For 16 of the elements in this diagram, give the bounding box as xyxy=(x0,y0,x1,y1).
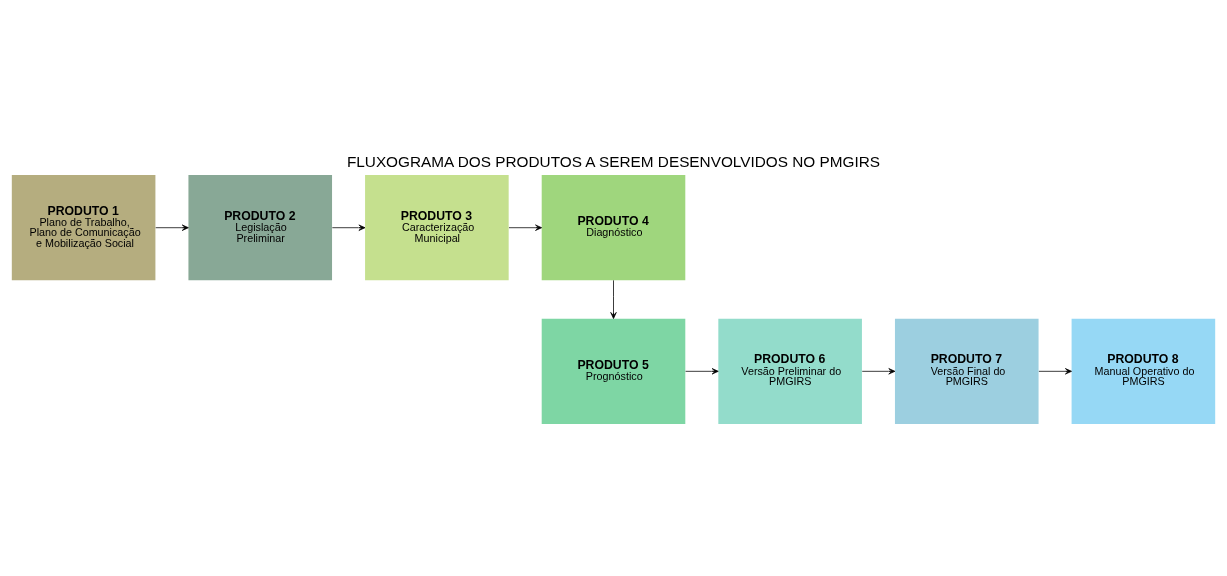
node-box: PRODUTO 7 Versão Final do PMGIRS xyxy=(894,318,1039,424)
node-box: PRODUTO 6 Versão Preliminar do PMGIRS xyxy=(718,318,862,424)
arrow xyxy=(610,280,617,319)
arrow xyxy=(155,224,189,231)
node-box: PRODUTO 3 Caracterização Municipal xyxy=(365,175,509,281)
arrow xyxy=(331,224,366,231)
arrow xyxy=(861,368,896,375)
node-box: PRODUTO 1 Plano de Trabalho, Plano de Comunicação e Mobilização Social xyxy=(11,175,156,281)
arrow xyxy=(685,368,719,375)
diagram-title: FLUXOGRAMA DOS PRODUTOS A SEREM DESENVOLVIDOS NO PMGIRS xyxy=(346,153,881,171)
node-box: PRODUTO 5 Prognóstico xyxy=(541,318,686,424)
arrow xyxy=(1038,368,1072,375)
node-box: PRODUTO 8 Manual Operativo do PMGIRS xyxy=(1071,318,1216,424)
node-box: PRODUTO 2 Legislação Preliminar xyxy=(188,175,333,281)
node-box: PRODUTO 4 Diagnóstico xyxy=(541,175,686,281)
arrow xyxy=(508,224,542,231)
